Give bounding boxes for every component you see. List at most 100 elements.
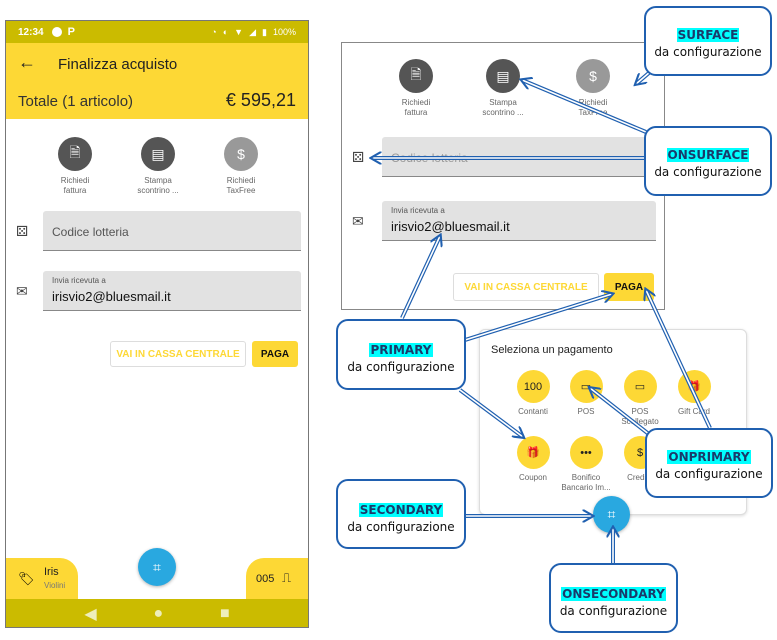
back-arrow-icon[interactable]: ← bbox=[18, 52, 36, 72]
payment-method-label: POS bbox=[577, 407, 595, 416]
payment-method-pos-offline[interactable]: ▭ POS Scollegato bbox=[612, 370, 668, 427]
payment-method-bank-transfer[interactable]: ••• Bonifico Bancario Im... bbox=[558, 436, 614, 493]
payment-method-label: Credito bbox=[627, 473, 653, 482]
action-label: scontrino ... bbox=[137, 186, 179, 195]
vibrate-icon: ◐ bbox=[222, 27, 229, 37]
register-code: 005 bbox=[256, 573, 275, 585]
callout-keyword: ONPRIMARY bbox=[667, 450, 751, 464]
tag-icon: 🏷 bbox=[18, 571, 35, 586]
gift-icon: 🎁 bbox=[677, 370, 711, 403]
phone-screen: 12:34 P ◔ ◐ ▼ ◢ ▮ 100% ← Finalizza acqui… bbox=[5, 20, 309, 628]
pay-button[interactable]: PAGA bbox=[252, 341, 298, 367]
lottery-code-placeholder: Codice lotteria bbox=[52, 225, 129, 239]
action-label: Richiedi bbox=[60, 176, 90, 185]
payment-sheet-heading: Seleziona un pagamento bbox=[491, 344, 613, 356]
callout-subtitle: da configurazione bbox=[559, 604, 668, 618]
dice-icon: ⚄ bbox=[16, 223, 29, 239]
status-time: 12:34 bbox=[18, 26, 44, 38]
callout-subtitle: da configurazione bbox=[347, 520, 455, 534]
payment-method-label: Coupon bbox=[518, 473, 548, 482]
lottery-code-placeholder: Codice lotteria bbox=[391, 151, 468, 165]
receipt-print-icon: ▤ bbox=[141, 137, 175, 171]
mock-receipt-email-input[interactable]: Invia ricevuta a irisvio2@bluesmail.it bbox=[382, 201, 656, 241]
callout-keyword: PRIMARY bbox=[369, 343, 433, 357]
lottery-code-input[interactable]: Codice lotteria bbox=[43, 211, 301, 251]
nav-home-icon[interactable]: ● bbox=[153, 605, 164, 622]
taxfree-icon: $ bbox=[576, 59, 610, 93]
parking-notification-icon: P bbox=[67, 26, 75, 38]
callout-subtitle: da configurazione bbox=[655, 467, 763, 481]
callout-subtitle: da configurazione bbox=[347, 360, 455, 374]
card-icon: ▭ bbox=[569, 370, 603, 403]
callout-onprimary: ONPRIMARY da configurazione bbox=[645, 428, 773, 498]
payment-method-gift-card[interactable]: 🎁 Gift Card bbox=[666, 370, 722, 417]
devices-icon: ⎍ bbox=[282, 570, 292, 585]
system-nav-bar: ◀ ● ■ bbox=[6, 599, 308, 627]
callout-primary: PRIMARY da configurazione bbox=[336, 319, 466, 390]
payment-method-label: POS Scollegato bbox=[621, 407, 659, 426]
sync-icon: ◔ bbox=[211, 27, 217, 37]
payment-method-label: Contanti bbox=[518, 407, 548, 416]
payment-method-pos[interactable]: ▭ POS bbox=[558, 370, 614, 417]
callout-keyword: ONSECONDARY bbox=[561, 587, 666, 601]
mock-pay-button[interactable]: PAGA bbox=[604, 273, 654, 301]
operator-chip[interactable]: 🏷 Iris Violini bbox=[6, 558, 78, 600]
gift-icon: 🎁 bbox=[516, 436, 550, 469]
receipt-email-input[interactable]: Invia ricevuta a irisvio2@bluesmail.it bbox=[43, 271, 301, 311]
callout-keyword: SURFACE bbox=[676, 28, 740, 42]
invoice-icon: 🗎 bbox=[399, 59, 433, 93]
operator-name: Iris bbox=[44, 566, 59, 578]
callout-onsurface: ONSURFACE da configurazione bbox=[644, 126, 772, 196]
page-title: Finalizza acquisto bbox=[58, 56, 178, 73]
notification-dot-icon bbox=[51, 27, 62, 37]
action-label: Richiedi bbox=[226, 176, 256, 185]
callout-surface: SURFACE da configurazione bbox=[644, 6, 772, 76]
qr-scan-icon: ⌗ bbox=[153, 558, 161, 575]
invoice-icon: 🗎 bbox=[58, 137, 92, 171]
callout-secondary: SECONDARY da configurazione bbox=[336, 479, 466, 549]
action-label: scontrino ... bbox=[482, 108, 524, 117]
battery-icon: ▮ bbox=[262, 26, 267, 37]
callout-onsecondary: ONSECONDARY da configurazione bbox=[549, 563, 678, 633]
payment-method-label: Bonifico Bancario Im... bbox=[561, 473, 611, 492]
taxfree-icon: $ bbox=[224, 137, 258, 171]
mock-central-cash-button[interactable]: VAI IN CASSA CENTRALE bbox=[453, 273, 599, 301]
wifi-icon: ▼ bbox=[234, 27, 244, 37]
payment-method-cash[interactable]: 100 Contanti bbox=[505, 370, 561, 417]
action-label: TaxFree bbox=[226, 186, 256, 195]
receipt-email-label: Invia ricevuta a bbox=[52, 276, 106, 285]
payment-method-coupon[interactable]: 🎁 Coupon bbox=[505, 436, 561, 483]
callout-keyword: ONSURFACE bbox=[666, 148, 750, 162]
total-label: Totale (1 articolo) bbox=[18, 93, 134, 110]
register-chip[interactable]: 005 ⎍ bbox=[246, 558, 308, 600]
central-cash-button[interactable]: VAI IN CASSA CENTRALE bbox=[110, 341, 246, 367]
scan-qr-button[interactable]: ⌗ bbox=[138, 548, 176, 586]
receipt-email-label: Invia ricevuta a bbox=[391, 206, 445, 215]
mock-lottery-code-input[interactable]: Codice lotteria bbox=[382, 137, 656, 177]
callout-subtitle: da configurazione bbox=[654, 45, 762, 59]
mock-scan-qr-button[interactable]: ⌗ bbox=[593, 496, 630, 533]
card-icon: ▭ bbox=[623, 370, 657, 403]
operator-subtitle: Violini bbox=[44, 581, 66, 590]
action-label: TaxFree bbox=[578, 108, 608, 117]
action-label: fattura bbox=[404, 108, 428, 117]
mail-icon: ✉ bbox=[352, 213, 364, 229]
nav-back-icon[interactable]: ◀ bbox=[84, 606, 97, 623]
battery-level: 100% bbox=[272, 27, 296, 37]
nav-recents-icon[interactable]: ■ bbox=[219, 605, 230, 622]
receipt-email-value: irisvio2@bluesmail.it bbox=[391, 219, 510, 234]
total-value: € 595,21 bbox=[225, 90, 296, 110]
app-bar: ← Finalizza acquisto Totale (1 articolo)… bbox=[6, 43, 308, 119]
receipt-email-value: irisvio2@bluesmail.it bbox=[52, 289, 171, 304]
dice-icon: ⚄ bbox=[352, 149, 365, 165]
payment-method-label: Gift Card bbox=[677, 407, 710, 416]
signal-icon: ◢ bbox=[249, 26, 257, 37]
